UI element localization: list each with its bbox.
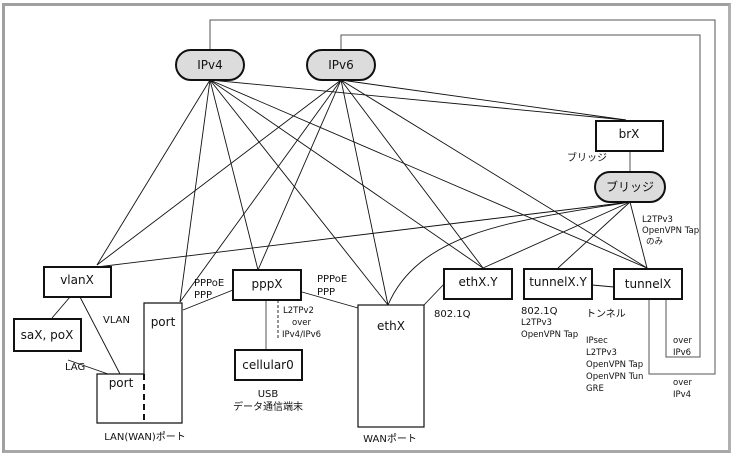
ipv6-label: IPv6 — [328, 58, 354, 72]
bridge-note-line2: OpenVPN Tap — [642, 226, 699, 236]
ethxy-box — [443, 268, 513, 300]
l2tpv2-line3: IPv4/IPv6 — [282, 330, 321, 340]
lan-port-label: LAN(WAN)ポート — [104, 431, 186, 443]
tunnelxy-label: tunnelX.Y — [529, 275, 587, 289]
pppoe-right-1: PPPoE — [317, 274, 347, 285]
bridge-to-ethx — [387, 201, 631, 306]
ipv4-node — [175, 49, 245, 81]
tunnelxy-box — [523, 268, 593, 300]
tunnelx-label: tunnelX — [625, 277, 671, 291]
ipv6-to-vlanx — [96, 79, 342, 266]
ethxy-label: ethX.Y — [458, 275, 498, 289]
ipv4-to-vlanx — [96, 79, 211, 266]
tunnelxy-note-1: 802.1Q — [521, 306, 558, 317]
brx-box — [595, 120, 664, 152]
pppx-box — [232, 269, 302, 301]
ipv6-to-pppx — [257, 79, 342, 271]
cellular0-box — [234, 349, 303, 381]
vlan-label: VLAN — [103, 315, 130, 326]
tunnel-type-l2tpv3: L2TPv3 — [586, 348, 617, 358]
ethx-to-ethxy — [423, 282, 446, 306]
bridge-to-vlanx — [96, 201, 631, 268]
tunnelx-box — [613, 268, 683, 300]
l2tpv2-line1: L2TPv2 — [283, 306, 314, 316]
vlanx-box — [43, 266, 112, 298]
cellular0-label: cellular0 — [242, 358, 294, 372]
ipv6-to-ethxy — [340, 79, 484, 269]
ethxy-8021q-label: 802.1Q — [434, 309, 471, 320]
bridge-to-tunnelx — [629, 201, 648, 269]
ipv6-node — [306, 49, 376, 81]
pppx-to-ethx — [301, 291, 359, 309]
vlanx-to-saxpox — [51, 296, 71, 319]
tunnel-type-ipsec: IPsec — [586, 336, 608, 346]
saxpox-box — [13, 318, 82, 352]
tunnel-type-openvpn-tap: OpenVPN Tap — [586, 360, 643, 370]
l2tpv2-line2: over — [292, 318, 311, 328]
ipv6-to-port — [179, 79, 342, 303]
ipv4-to-pppx — [209, 79, 259, 271]
ipv6-to-tunnelx — [340, 79, 648, 269]
over-ipv4-line1: over — [673, 378, 692, 388]
pppoe-left-1: PPPoE — [194, 278, 224, 289]
tunnel-label: トンネル — [586, 308, 626, 320]
bridge-node — [594, 171, 666, 203]
over-ipv6-line2: IPv6 — [673, 348, 691, 358]
bridge-to-tunnelxy — [557, 201, 631, 269]
bridge-note-line3: のみ — [646, 237, 664, 247]
ipv6-to-ethx — [340, 79, 389, 306]
bridge-node-label: ブリッジ — [606, 179, 654, 194]
lag-label: LAG — [65, 362, 85, 373]
vlanx-label: vlanX — [60, 273, 94, 287]
bridge-note-line1: L2TPv3 — [642, 215, 673, 225]
saxpox-label: saX, poX — [21, 328, 74, 342]
ethx-label: ethX — [377, 319, 405, 333]
ipv4-label: IPv4 — [197, 58, 223, 72]
port-lower-label: port — [109, 376, 134, 390]
vlanx-to-port-lower — [79, 296, 121, 375]
pppoe-right-2: PPP — [317, 287, 335, 298]
ipv6-over-loop-line — [340, 34, 701, 358]
pppoe-left-2: PPP — [194, 290, 212, 301]
ipv4-to-tunnelx — [209, 79, 648, 269]
pppx-label: pppX — [251, 277, 282, 291]
tunnel-type-gre: GRE — [586, 384, 604, 394]
bridge-to-ethxy — [482, 201, 631, 269]
tunnelxy-note-3: OpenVPN Tap — [521, 330, 578, 340]
ipv6-to-brx — [340, 79, 627, 121]
over-ipv6-line1: over — [673, 336, 692, 346]
usb-label: USB — [258, 389, 279, 400]
ipv4-to-ethx — [209, 79, 389, 306]
port-upper-label: port — [151, 315, 176, 329]
brx-label: brX — [619, 127, 640, 141]
wan-port-label: WANポート — [363, 433, 417, 445]
ethx-box — [357, 304, 425, 428]
usb-device-label: データ通信端末 — [233, 400, 303, 413]
tunnel-type-openvpn-tun: OpenVPN Tun — [586, 372, 643, 382]
tunnelxy-note-2: L2TPv3 — [521, 318, 552, 328]
over-ipv4-line2: IPv4 — [673, 390, 691, 400]
ipv4-to-brx — [209, 79, 627, 121]
ipv4-over-loop-line — [209, 19, 716, 375]
ipv4-to-ethxy — [209, 79, 484, 269]
bridge-small-label: ブリッジ — [567, 151, 607, 164]
tunnelxy-to-tunnelx — [591, 284, 615, 288]
port-to-pppx — [182, 289, 234, 311]
saxpox-to-port-lower — [67, 359, 109, 375]
